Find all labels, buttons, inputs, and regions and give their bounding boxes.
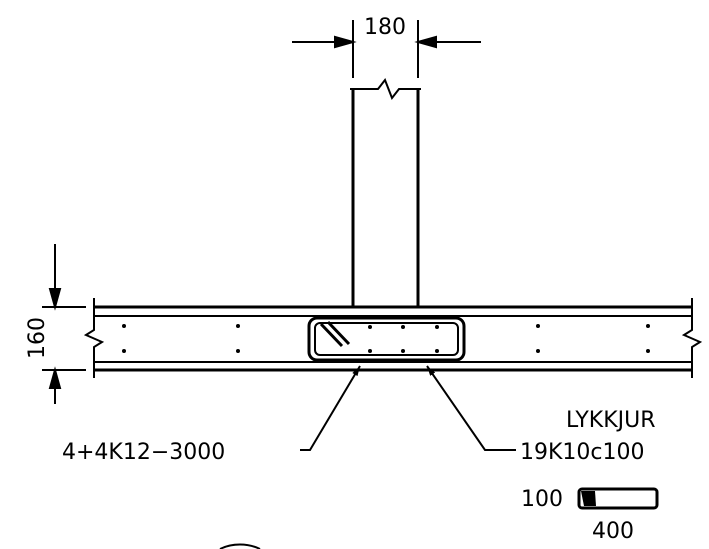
rebar-dots: [122, 324, 650, 353]
rebar-dot: [122, 349, 126, 353]
wall-width-label: 180: [364, 15, 406, 40]
rebar-dot: [536, 349, 540, 353]
stirrups-callout: [426, 365, 516, 451]
rebar-dot: [401, 325, 405, 329]
slab-break-left: [83, 298, 105, 378]
wall-width-arrow-right: [414, 35, 437, 49]
wall-width-arrow-left: [334, 35, 357, 49]
rebar-dot: [368, 349, 372, 353]
longitudinal-bars-callout: [300, 365, 361, 451]
stirrup-hook-2: [326, 320, 351, 346]
partial-section-marker: [219, 543, 261, 549]
stirrup-label: LYKKJUR: [566, 408, 656, 433]
stirrup-height-label: 100: [521, 487, 563, 512]
rebar-dot: [536, 324, 540, 328]
rebar-dot: [122, 324, 126, 328]
rebar-dot: [401, 349, 405, 353]
stirrup-shape-legend: [577, 487, 659, 510]
stirrups-label: 19K10c100: [520, 440, 645, 465]
slab-thickness-arrow-top: [48, 288, 62, 311]
stirrup-shape-outline: [577, 487, 659, 510]
stirrup-section: [307, 316, 466, 362]
wall-break-line: [350, 77, 421, 101]
rebar-dot: [435, 349, 439, 353]
longitudinal-bars-label: 4+4K12−3000: [62, 440, 225, 465]
stirrup-outer: [307, 316, 466, 362]
stirrup-shape-hook: [581, 491, 596, 506]
longitudinal-bars-leader: [300, 365, 361, 451]
rebar-dot: [646, 324, 650, 328]
slab-thickness-dimension: [42, 244, 86, 404]
slab-break-right: [681, 298, 703, 378]
rebar-dot: [435, 325, 439, 329]
stirrup-inner: [314, 322, 459, 356]
slab: [83, 298, 703, 378]
stirrup-hook-1: [319, 322, 344, 348]
wall-width-dimension: [292, 20, 481, 78]
rebar-dot: [236, 349, 240, 353]
wall: [350, 77, 421, 307]
rebar-dot: [368, 325, 372, 329]
rebar-dot: [646, 349, 650, 353]
stirrup-width-label: 400: [592, 519, 634, 544]
slab-thickness-arrow-bottom: [48, 366, 62, 389]
slab-thickness-label: 160: [25, 317, 50, 359]
rebar-dot: [236, 324, 240, 328]
stirrups-leader: [426, 365, 516, 451]
